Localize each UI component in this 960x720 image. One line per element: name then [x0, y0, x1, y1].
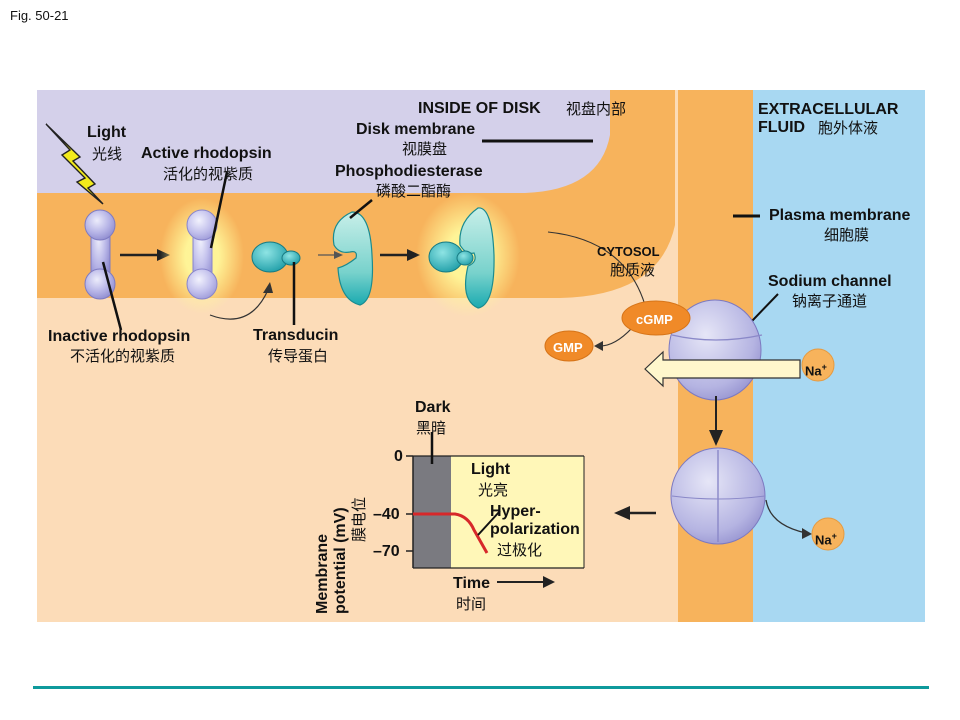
- cytosol-label-en: CYTOSOL: [597, 244, 660, 259]
- figure-label: Fig. 50-21: [10, 8, 69, 23]
- hyperpolarization-label-1: Hyper-: [490, 503, 541, 520]
- cgmp-label: cGMP: [636, 312, 673, 327]
- active-rhodopsin-label-en: Active rhodopsin: [141, 145, 272, 162]
- transducin-label-zh: 传导蛋白: [268, 347, 329, 365]
- sodium-charge-bottom: +: [831, 531, 837, 541]
- tick-0: 0: [394, 448, 403, 465]
- graph-dark-label-en: Dark: [415, 399, 451, 416]
- sodium-channel-leader: [751, 293, 779, 322]
- inactive-rhodopsin-label-en: Inactive rhodopsin: [48, 328, 191, 345]
- graph-ylabel-line2: potential (mV): [332, 507, 349, 614]
- plasma-membrane-label-en: Plasma membrane: [769, 207, 911, 224]
- tick-minus-70: –70: [373, 543, 400, 560]
- time-label-en: Time: [453, 575, 491, 592]
- cgmp-molecule: [621, 300, 691, 336]
- hyperpolarization-label-zh: 过极化: [497, 541, 543, 559]
- graph-light-label-zh: 光亮: [478, 481, 509, 499]
- cytosol-label-zh: 胞质液: [610, 261, 656, 279]
- inside-disk-label-en: INSIDE OF DISK: [418, 100, 541, 117]
- time-label-zh: 时间: [456, 595, 487, 613]
- sodium-symbol-bottom: Na: [815, 532, 832, 548]
- graph-ylabel-zh: 膜电位: [350, 496, 368, 542]
- sodium-ion-bottom: [811, 517, 845, 551]
- hyperpolarization-label-2: polarization: [490, 521, 580, 538]
- graph-ylabel-line1: Membrane: [314, 533, 331, 614]
- graph-dark-label-zh: 黑暗: [416, 419, 447, 437]
- inactive-rhodopsin-leader: [101, 261, 123, 331]
- sodium-influx-arrow: [644, 350, 801, 388]
- sodium-channel-label-en: Sodium channel: [768, 273, 892, 290]
- tick-minus-40: –40: [373, 506, 400, 523]
- active-rhodopsin-leader: [209, 171, 229, 249]
- disk-membrane-label-zh: 视膜盘: [402, 140, 448, 158]
- phosphodiesterase-label-en: Phosphodiesterase: [335, 163, 483, 180]
- sodium-channel-label-zh: 钠离子通道: [792, 292, 868, 310]
- phosphodiesterase-leader: [349, 199, 373, 219]
- sodium-ion-bottom-label: Na+: [815, 527, 837, 549]
- disk-interior: [37, 90, 610, 193]
- footer-rule: [33, 686, 929, 689]
- light-label-zh: 光线: [92, 145, 123, 163]
- graph-ylabel: Membrane potential (mV) 膜电位: [314, 434, 370, 614]
- phosphodiesterase-shape: [332, 211, 374, 306]
- graph-light-label-en: Light: [471, 461, 511, 478]
- extracellular-label-en-2: FLUID: [758, 119, 806, 136]
- extracellular-label-zh: 胞外体液: [818, 119, 879, 137]
- extracellular-label-en-1: EXTRACELLULAR: [758, 101, 899, 118]
- active-phosphodiesterase-shape: [428, 207, 495, 309]
- membrane-potential-graph: [406, 432, 656, 588]
- inactive-rhodopsin-label-zh: 不活化的视紫质: [70, 347, 176, 365]
- disk-membrane-label-en: Disk membrane: [356, 121, 476, 138]
- plasma-membrane-label-zh: 细胞膜: [824, 226, 870, 244]
- inactive-rhodopsin-shape: [84, 209, 116, 300]
- inside-disk-label-zh: 视盘内部: [566, 100, 627, 118]
- active-rhodopsin-shape: [186, 209, 218, 300]
- sodium-ion-top: [801, 348, 835, 382]
- gmp-molecule: [544, 330, 594, 362]
- active-rhodopsin-label-zh: 活化的视紫质: [163, 165, 254, 183]
- transducin-label-en: Transducin: [253, 327, 339, 344]
- gmp-label: GMP: [553, 340, 583, 355]
- lightning-bolt-icon: [45, 123, 104, 205]
- sodium-symbol-top: Na: [805, 363, 822, 379]
- sodium-channel-closed: [670, 447, 766, 545]
- sodium-charge-top: +: [821, 362, 827, 372]
- light-label-en: Light: [87, 124, 127, 141]
- membrane-potential-trace: [413, 512, 489, 554]
- phosphodiesterase-label-zh: 磷酸二酯酶: [376, 182, 452, 200]
- transducin-shape: [251, 241, 301, 273]
- sodium-ion-top-label: Na+: [805, 358, 827, 380]
